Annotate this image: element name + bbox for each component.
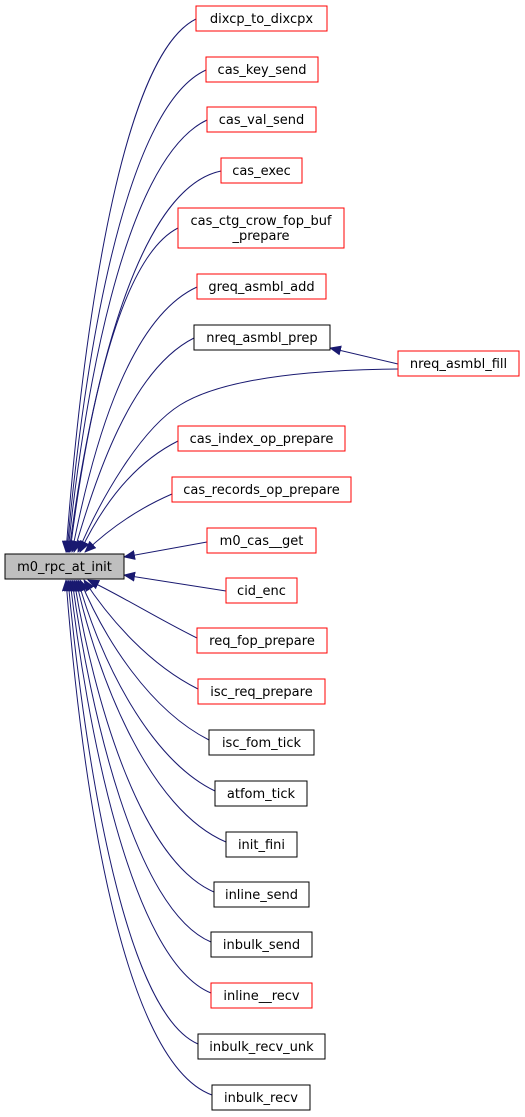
node-box — [4, 553, 125, 580]
edges-layer — [61, 18, 399, 1096]
node-label: cas_exec — [232, 164, 291, 179]
node-box — [171, 476, 352, 503]
node-box — [196, 627, 328, 654]
node-label: inline__recv — [223, 989, 300, 1004]
node-label: cas_key_send — [218, 63, 307, 78]
node-label: m0_cas__get — [220, 534, 304, 549]
node-inline_send[interactable]: inline_send — [213, 881, 310, 908]
node-box — [213, 881, 310, 908]
node-label: cid_enc — [237, 584, 286, 599]
node-cas_val_send[interactable]: cas_val_send — [206, 106, 317, 133]
node-cas_index_op_prepare[interactable]: cas_index_op_prepare — [177, 425, 346, 452]
node-box — [397, 350, 520, 377]
node-box — [208, 729, 315, 756]
edge-isc_req_prepare-to-m0_rpc_at_init — [83, 579, 199, 690]
node-box — [225, 577, 298, 604]
node-label: atfom_tick — [227, 787, 296, 802]
edge-cas_val_send-to-m0_rpc_at_init — [64, 119, 208, 553]
node-inline__recv[interactable]: inline__recv — [210, 982, 313, 1009]
node-box — [225, 831, 298, 858]
edge-nreq_asmbl_fill-to-nreq_asmbl_prep — [329, 345, 399, 365]
node-cas_key_send[interactable]: cas_key_send — [205, 56, 319, 83]
edge-atfom_tick-to-m0_rpc_at_init — [76, 579, 216, 792]
node-box — [206, 527, 317, 554]
node-cas_ctg_crow_fop_buf_prepare[interactable]: cas_ctg_crow_fop_buf_prepare — [177, 207, 345, 249]
node-label: inline_send — [225, 888, 298, 903]
node-req_fop_prepare[interactable]: req_fop_prepare — [196, 627, 328, 654]
node-label: cas_ctg_crow_fop_buf — [190, 214, 331, 229]
node-cas_exec[interactable]: cas_exec — [220, 157, 303, 184]
edge-inbulk_recv_unk-to-m0_rpc_at_init — [64, 579, 199, 1045]
node-label: isc_fom_tick — [222, 736, 302, 751]
node-inbulk_recv[interactable]: inbulk_recv — [211, 1084, 311, 1111]
edge-cas_ctg_crow_fop_buf_prepare-to-m0_rpc_at_init — [66, 227, 179, 553]
node-box — [197, 678, 326, 705]
node-label: cas_val_send — [219, 113, 304, 128]
node-box — [193, 324, 331, 351]
node-label: cas_records_op_prepare — [183, 483, 339, 498]
edge-inbulk_send-to-m0_rpc_at_init — [68, 579, 212, 943]
node-label: inbulk_recv_unk — [209, 1040, 314, 1055]
node-atfom_tick[interactable]: atfom_tick — [214, 780, 308, 807]
node-label: dixcp_to_dixcpx — [210, 12, 314, 27]
nodes-layer: m0_rpc_at_init dixcp_to_dixcpx cas_key_sen… — [4, 5, 520, 1111]
node-box — [197, 1033, 326, 1060]
node-cas_records_op_prepare[interactable]: cas_records_op_prepare — [171, 476, 352, 503]
node-label: m0_rpc_at_init — [17, 560, 112, 575]
node-inbulk_send[interactable]: inbulk_send — [210, 931, 313, 958]
node-label: _prepare — [231, 229, 289, 244]
node-box — [210, 982, 313, 1009]
node-box — [214, 780, 308, 807]
node-init_fini[interactable]: init_fini — [225, 831, 298, 858]
edge-nreq_asmbl_prep-to-m0_rpc_at_init — [72, 337, 195, 553]
node-label: req_fop_prepare — [209, 634, 315, 649]
edge-cid_enc-to-m0_rpc_at_init — [123, 571, 227, 592]
node-label: inbulk_send — [223, 938, 300, 953]
node-label: nreq_asmbl_prep — [206, 331, 317, 346]
node-isc_fom_tick[interactable]: isc_fom_tick — [208, 729, 315, 756]
node-box — [205, 56, 319, 83]
edge-inline__recv-to-m0_rpc_at_init — [66, 579, 212, 994]
node-label: inbulk_recv — [224, 1091, 298, 1106]
edge-nreq_asmbl_fill-to-m0_rpc_at_init — [77, 368, 399, 553]
node-box — [177, 207, 345, 249]
edge-cas_index_op_prepare-to-m0_rpc_at_init — [79, 440, 179, 553]
node-box — [206, 106, 317, 133]
node-box — [177, 425, 346, 452]
node-box — [196, 273, 327, 300]
edge-cas_key_send-to-m0_rpc_at_init — [62, 69, 207, 553]
edge-cas_exec-to-m0_rpc_at_init — [65, 170, 222, 553]
edge-req_fop_prepare-to-m0_rpc_at_init — [87, 579, 198, 639]
node-box — [220, 157, 303, 184]
node-label: init_fini — [238, 838, 285, 853]
node-label: greq_asmbl_add — [208, 280, 314, 295]
node-nreq_asmbl_fill[interactable]: nreq_asmbl_fill — [397, 350, 520, 377]
root-node: m0_rpc_at_init — [4, 553, 125, 580]
edge-greq_asmbl_add-to-m0_rpc_at_init — [69, 286, 198, 553]
node-label: cas_index_op_prepare — [190, 432, 334, 447]
edge-m0_cas__get-to-m0_rpc_at_init — [123, 541, 208, 560]
node-m0_cas__get[interactable]: m0_cas__get — [206, 527, 317, 554]
edge-isc_fom_tick-to-m0_rpc_at_init — [79, 579, 210, 741]
node-nreq_asmbl_prep[interactable]: nreq_asmbl_prep — [193, 324, 331, 351]
node-cid_enc[interactable]: cid_enc — [225, 577, 298, 604]
node-dixcp_to_dixcpx[interactable]: dixcp_to_dixcpx — [195, 5, 328, 32]
edge-inline_send-to-m0_rpc_at_init — [70, 579, 215, 893]
edge-dixcp_to_dixcpx-to-m0_rpc_at_init — [61, 18, 197, 553]
edge-init_fini-to-m0_rpc_at_init — [73, 579, 227, 843]
node-inbulk_recv_unk[interactable]: inbulk_recv_unk — [197, 1033, 326, 1060]
edge-inbulk_recv-to-m0_rpc_at_init — [61, 579, 213, 1096]
node-label: nreq_asmbl_fill — [410, 357, 507, 372]
node-greq_asmbl_add[interactable]: greq_asmbl_add — [196, 273, 327, 300]
node-box — [210, 931, 313, 958]
node-box — [211, 1084, 311, 1111]
node-isc_req_prepare[interactable]: isc_req_prepare — [197, 678, 326, 705]
edge-cas_records_op_prepare-to-m0_rpc_at_init — [84, 493, 173, 553]
node-box — [195, 5, 328, 32]
node-label: isc_req_prepare — [210, 685, 312, 700]
